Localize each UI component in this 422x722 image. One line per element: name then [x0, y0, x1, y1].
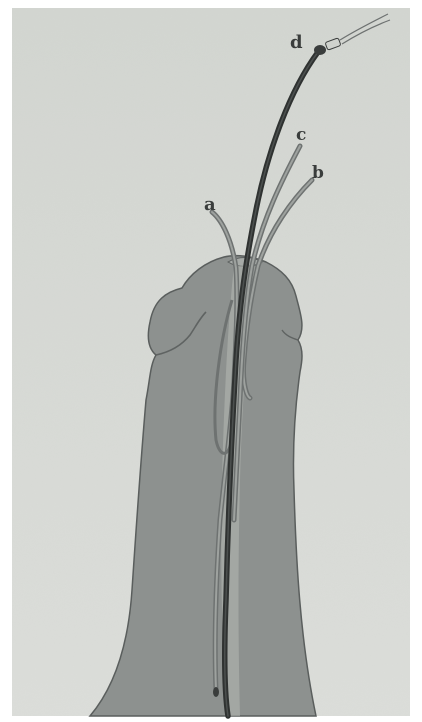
label-c: c: [296, 125, 306, 145]
label-b: b: [312, 163, 324, 183]
label-d: d: [290, 32, 303, 53]
label-a: a: [204, 194, 216, 215]
